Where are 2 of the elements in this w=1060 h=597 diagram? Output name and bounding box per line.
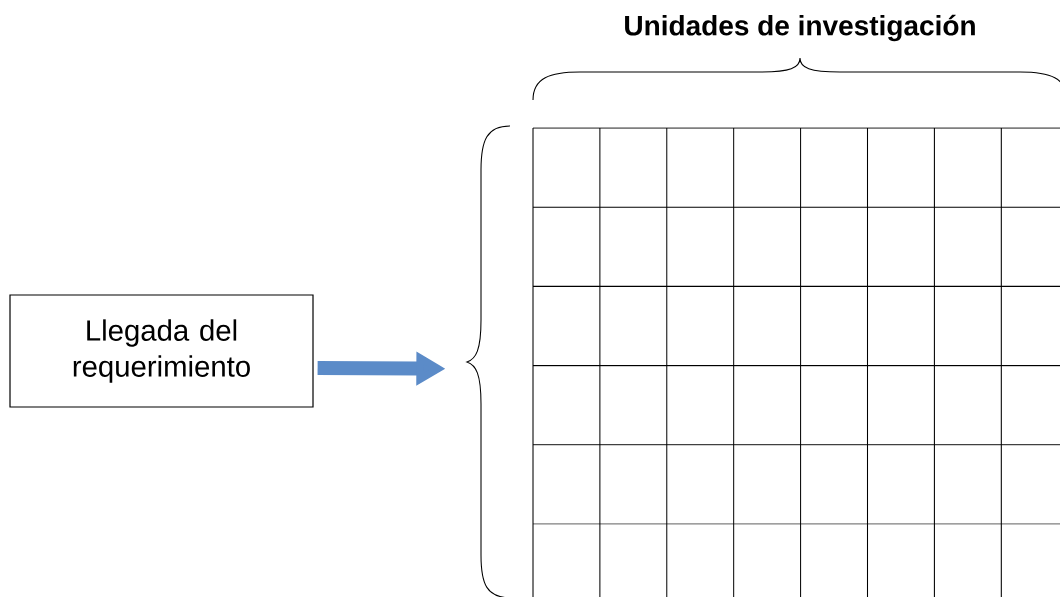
process-box: Llegada del requerimiento [9, 294, 314, 408]
grid-heading: Unidades de investigación [625, 14, 975, 42]
